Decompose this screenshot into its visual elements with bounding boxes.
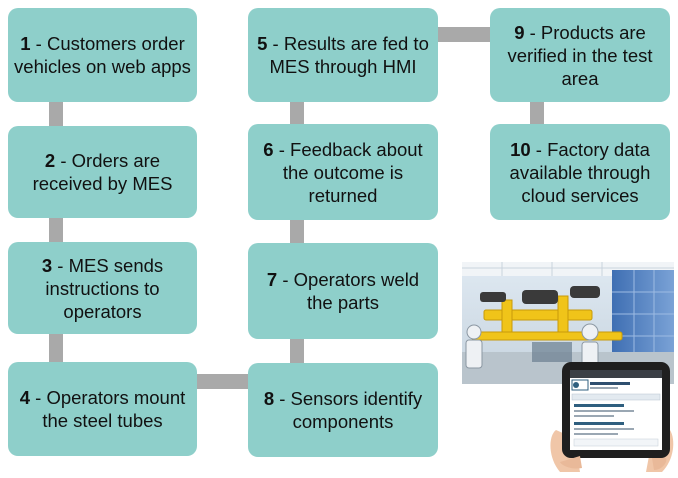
step-box-8: 8 - Sensors identify components	[248, 363, 438, 457]
step-text: - MES sends instructions to operators	[45, 254, 164, 322]
step-box-4: 4 - Operators mount the steel tubes	[8, 362, 197, 456]
step-number: 4	[19, 387, 31, 408]
step-number: 10	[510, 138, 531, 160]
step-box-5: 5 - Results are fed to MES through HMI	[248, 8, 438, 102]
step-number: 1	[20, 33, 31, 54]
step-text: - Operators weld the parts	[277, 269, 420, 313]
step-number: 8	[263, 388, 275, 409]
step-number: 5	[257, 33, 268, 54]
step-number: 7	[266, 269, 278, 290]
step-box-2: 2 - Orders are received by MES	[8, 126, 197, 218]
connector-6-5	[290, 102, 304, 124]
step-number: 3	[41, 254, 53, 276]
step-text: - Factory data available through cloud s…	[509, 138, 651, 206]
step-text: - Sensors identify components	[274, 388, 423, 432]
step-text: - Products are verified in the test area	[507, 21, 653, 89]
connector-8-7	[290, 339, 304, 363]
step-number: 6	[263, 138, 274, 160]
connector-7-6	[290, 220, 304, 243]
step-box-10: 10 - Factory data available through clou…	[490, 124, 670, 220]
step-box-9: 9 - Products are verified in the test ar…	[490, 8, 670, 102]
step-number: 2	[44, 150, 56, 171]
step-text: - Operators mount the steel tubes	[30, 387, 186, 431]
connector-4-8	[192, 374, 248, 389]
step-box-7: 7 - Operators weld the parts	[248, 243, 438, 339]
step-text: - Orders are received by MES	[32, 150, 173, 194]
connector-9-10	[530, 102, 544, 124]
step-text: - Results are fed to MES through HMI	[267, 33, 429, 77]
step-number: 9	[514, 21, 525, 43]
step-box-3: 3 - MES sends instructions to operators	[8, 242, 197, 334]
connector-1-2	[49, 102, 63, 126]
tablet-device	[550, 362, 674, 472]
connector-2-3	[49, 218, 63, 242]
step-text: - Feedback about the outcome is returned	[273, 138, 423, 206]
step-text: - Customers order vehicles on web apps	[14, 33, 191, 77]
connector-5-9	[438, 27, 490, 42]
step-box-6: 6 - Feedback about the outcome is return…	[248, 124, 438, 220]
factory-tablet-illustration	[462, 262, 674, 472]
connector-3-4	[49, 334, 63, 362]
step-box-1: 1 - Customers order vehicles on web apps	[8, 8, 197, 102]
